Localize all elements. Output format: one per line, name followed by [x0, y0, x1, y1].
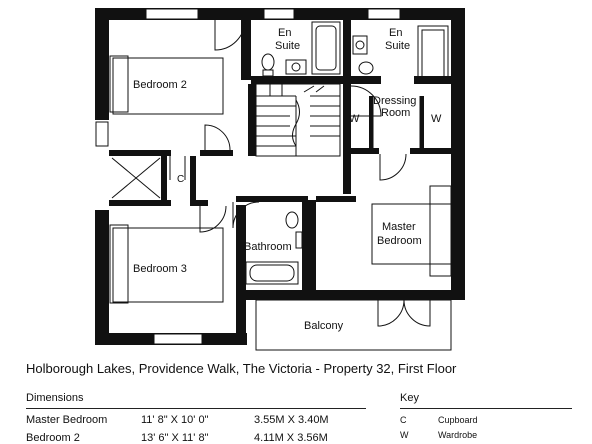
plan-title: Holborough Lakes, Providence Walk, The V… [26, 361, 457, 376]
master-bedroom-label-line2: Bedroom [377, 235, 422, 247]
room-labels: En Suite En Suite Bedroom 2 Dressing Roo… [133, 27, 442, 332]
wardrobe-left-label: W [349, 113, 360, 125]
en-suite-2-label-line2: Suite [385, 40, 410, 52]
interior-walls [109, 20, 451, 206]
en-suite-1-label-line1: En [278, 27, 291, 39]
key-symbol: C [400, 415, 407, 425]
dimensions-divider [26, 408, 366, 409]
dimension-room: Bedroom 2 [26, 432, 80, 444]
key-divider [400, 408, 572, 409]
doors [169, 19, 431, 327]
fixtures [111, 21, 453, 351]
balcony-label: Balcony [304, 320, 344, 332]
windows [95, 8, 452, 345]
bathroom-label: Bathroom [244, 241, 292, 253]
key-symbol: W [400, 430, 409, 440]
outer-walls [95, 8, 465, 345]
cupboard-label: C [177, 174, 184, 185]
master-bedroom-label-line1: Master [382, 221, 416, 233]
key-meaning: Cupboard [438, 415, 478, 425]
dimension-metric: 4.11M X 3.56M [254, 432, 328, 444]
key-meaning: Wardrobe [438, 430, 478, 440]
dimension-imperial: 13' 6" X 11' 8" [141, 432, 209, 444]
dressing-room-label-line2: Room [381, 107, 410, 119]
floor-plan: En Suite En Suite Bedroom 2 Dressing Roo… [95, 8, 465, 351]
wardrobe-right-label: W [431, 113, 442, 125]
dimension-room: Master Bedroom [26, 414, 108, 426]
dimensions-heading: Dimensions [26, 392, 84, 404]
key-heading: Key [400, 392, 419, 404]
staircase [255, 83, 341, 157]
bedroom-2-label: Bedroom 2 [133, 79, 187, 91]
dressing-room-label-line1: Dressing [373, 95, 416, 107]
dimension-metric: 3.55M X 3.40M [254, 414, 329, 426]
bedroom-3-label: Bedroom 3 [133, 263, 187, 275]
en-suite-1-label-line2: Suite [275, 40, 300, 52]
en-suite-2-label-line1: En [389, 27, 402, 39]
dimension-imperial: 11' 8" X 10' 0" [141, 414, 209, 426]
